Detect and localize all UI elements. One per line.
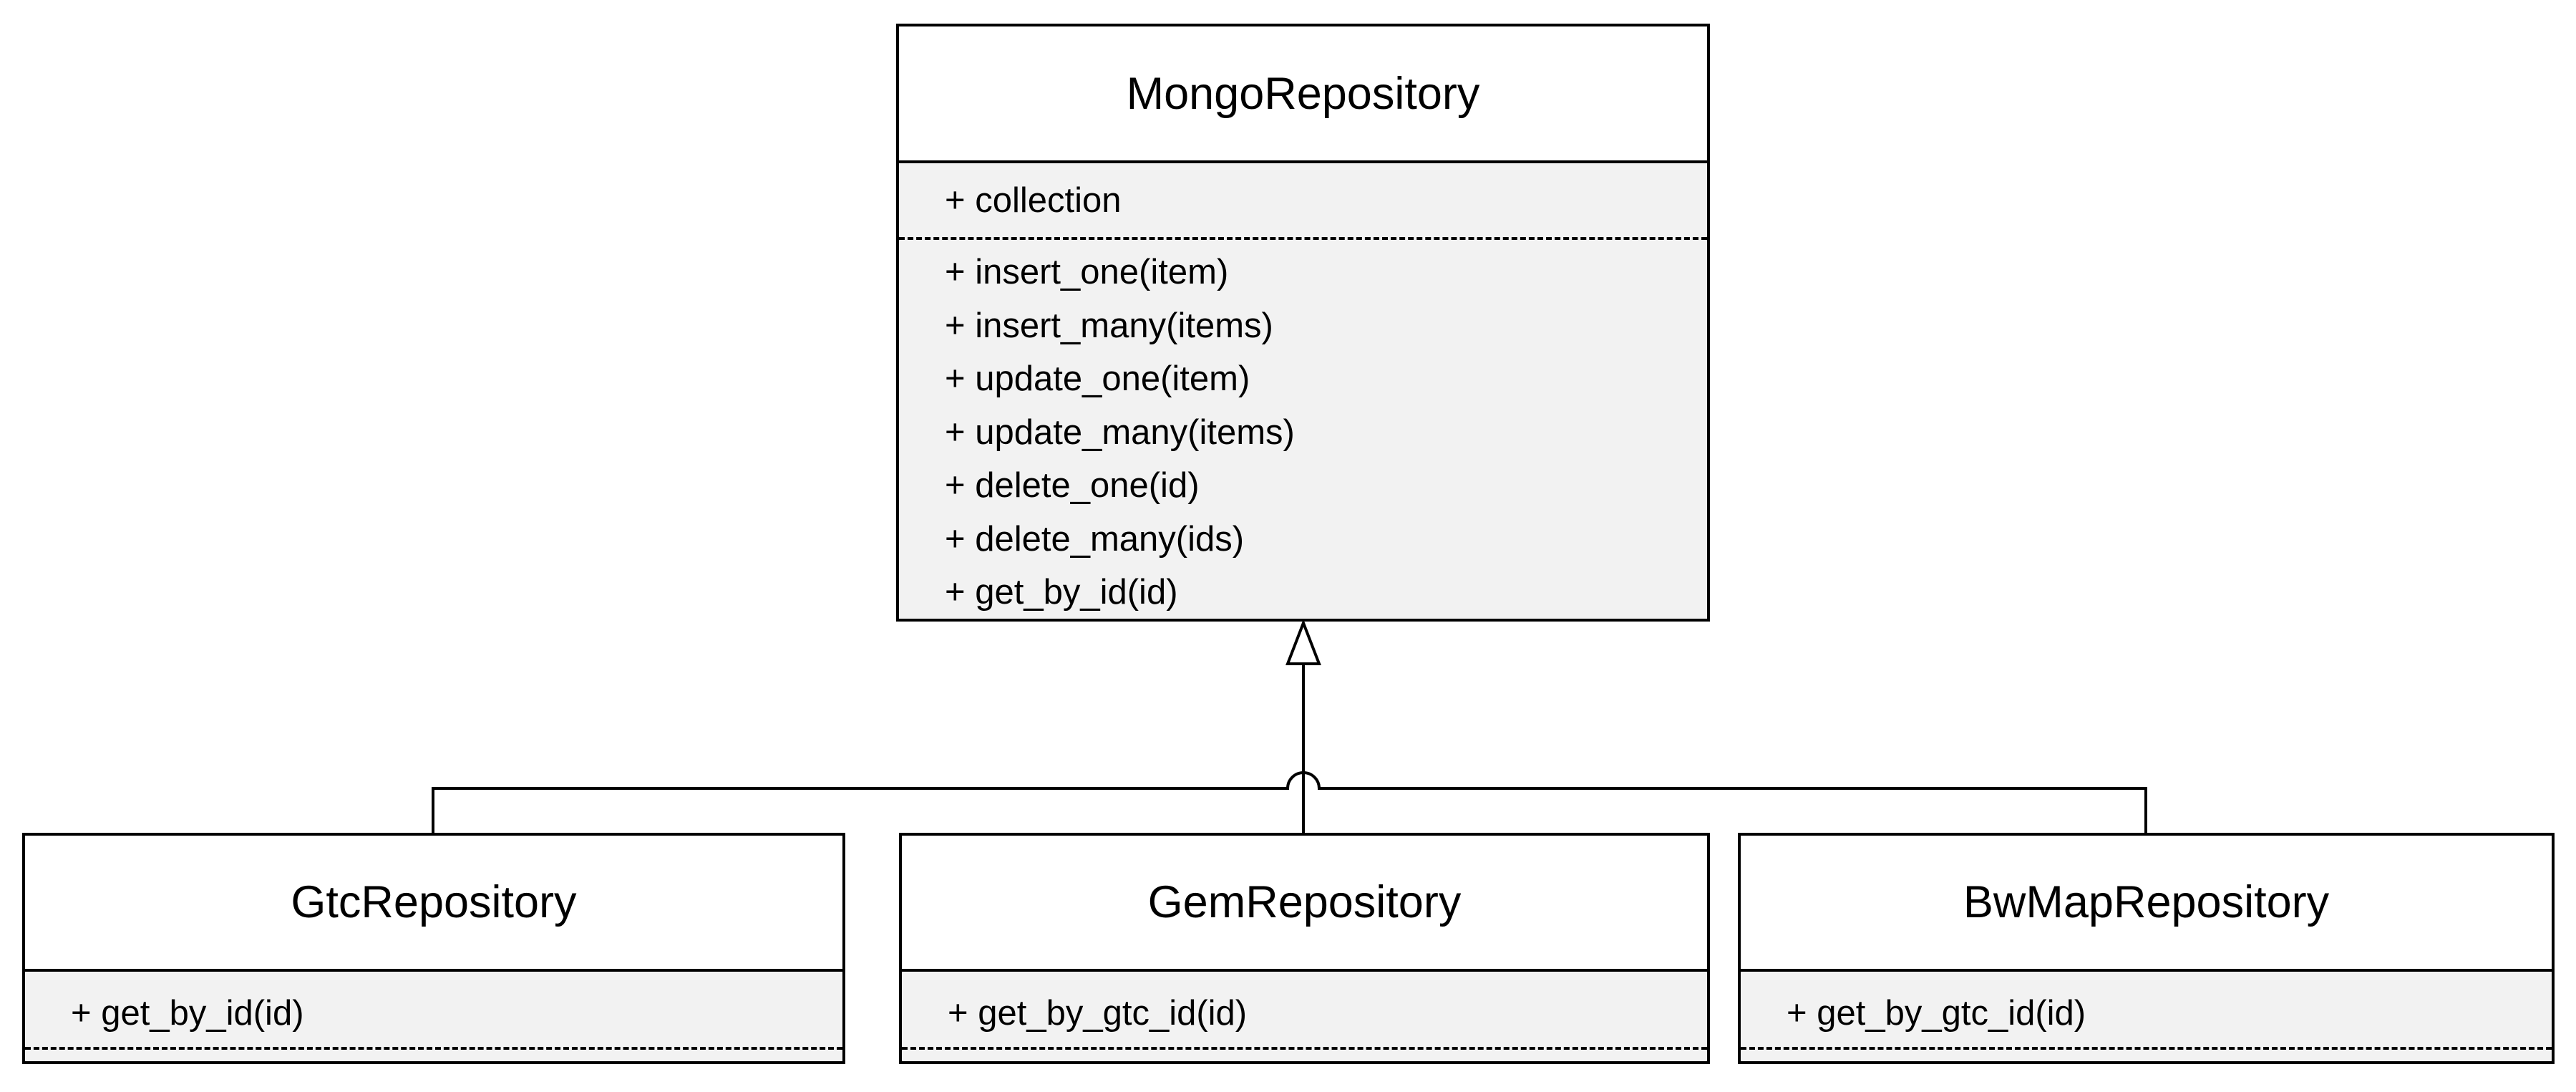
- inheritance-arrowhead-icon[interactable]: [1285, 619, 1321, 665]
- class-title: MongoRepository: [899, 26, 1707, 163]
- class-method: + delete_many(ids): [945, 519, 1245, 559]
- inheritance-edge-bus[interactable]: [432, 771, 2147, 834]
- class-method: + get_by_id(id): [945, 573, 1178, 612]
- class-method: + insert_many(items): [945, 306, 1273, 345]
- class-attribute: + get_by_gtc_id(id): [1787, 993, 2086, 1033]
- class-method: + update_one(item): [945, 359, 1250, 398]
- class-attribute: + collection: [945, 180, 1122, 220]
- class-attribute: + get_by_gtc_id(id): [948, 993, 1248, 1033]
- class-box-gtc-repository[interactable]: GtcRepository + get_by_id(id): [22, 833, 845, 1064]
- class-title: BwMapRepository: [1741, 836, 2552, 972]
- class-method: + update_many(items): [945, 412, 1295, 452]
- class-box-bwmap-repository[interactable]: BwMapRepository + get_by_gtc_id(id): [1738, 833, 2555, 1064]
- class-title: GemRepository: [902, 836, 1707, 972]
- class-title: GtcRepository: [25, 836, 842, 972]
- class-attribute: + get_by_id(id): [71, 993, 304, 1033]
- class-box-mongo-repository[interactable]: MongoRepository + collection + insert_on…: [896, 24, 1710, 622]
- class-method: + delete_one(id): [945, 466, 1200, 505]
- class-box-gem-repository[interactable]: GemRepository + get_by_gtc_id(id): [899, 833, 1710, 1064]
- class-method: + insert_one(item): [945, 253, 1229, 291]
